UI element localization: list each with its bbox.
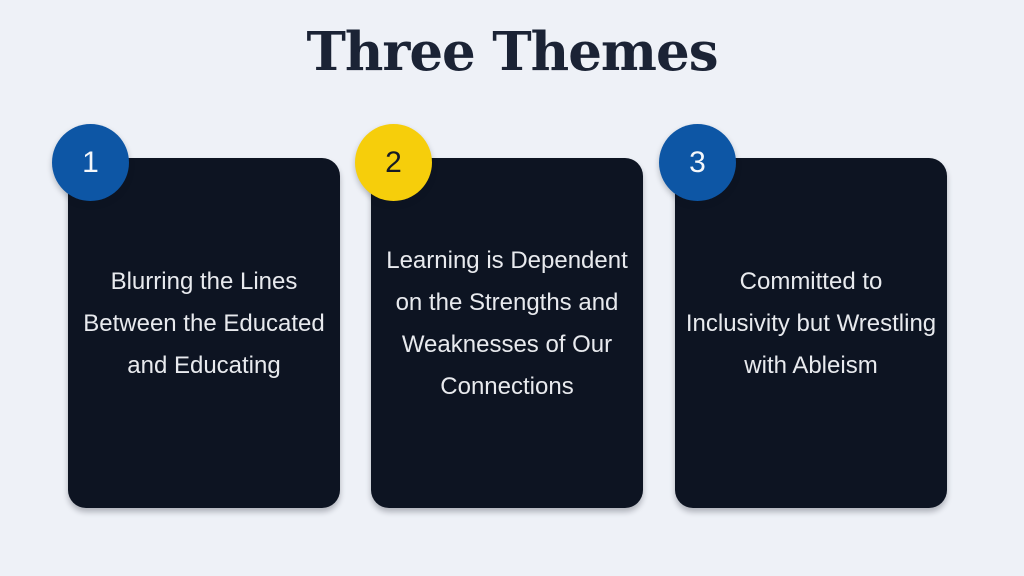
theme-3-number: 3 (689, 145, 706, 179)
theme-card-1: 1 Blurring the Lines Between the Educate… (52, 124, 340, 508)
theme-1-text: Blurring the Lines Between the Educated … (83, 261, 325, 387)
card-text-line: with Ableism (744, 352, 878, 379)
card-text-line: Inclusivity but Wrestling (685, 310, 937, 337)
card-text-line: Weaknesses of Our (401, 331, 613, 358)
theme-1-number: 1 (82, 145, 99, 179)
theme-1-number-badge: 1 (52, 124, 129, 201)
theme-3-text: Committed to Inclusivity but Wrestling w… (686, 261, 936, 387)
theme-card-2: 2 Learning is Dependent on the Strengths… (355, 124, 643, 508)
card-text-line: Connections (440, 373, 574, 400)
theme-2-number: 2 (385, 145, 402, 179)
card-text-line: and Educating (127, 352, 281, 379)
theme-1-card-body: Blurring the Lines Between the Educated … (68, 158, 340, 508)
theme-2-number-badge: 2 (355, 124, 432, 201)
theme-3-card-body: Committed to Inclusivity but Wrestling w… (675, 158, 947, 508)
theme-card-3: 3 Committed to Inclusivity but Wrestling… (659, 124, 947, 508)
theme-2-text: Learning is Dependent on the Strengths a… (386, 240, 628, 408)
card-text-line: Committed to (739, 268, 883, 295)
card-text-line: Learning is Dependent (386, 247, 628, 274)
page-title: Three Themes (306, 21, 718, 83)
theme-3-number-badge: 3 (659, 124, 736, 201)
card-text-line: Between the Educated (83, 310, 325, 337)
card-text-line: Blurring the Lines (110, 268, 298, 295)
theme-2-card-body: Learning is Dependent on the Strengths a… (371, 158, 643, 508)
card-text-line: on the Strengths and (395, 289, 619, 316)
